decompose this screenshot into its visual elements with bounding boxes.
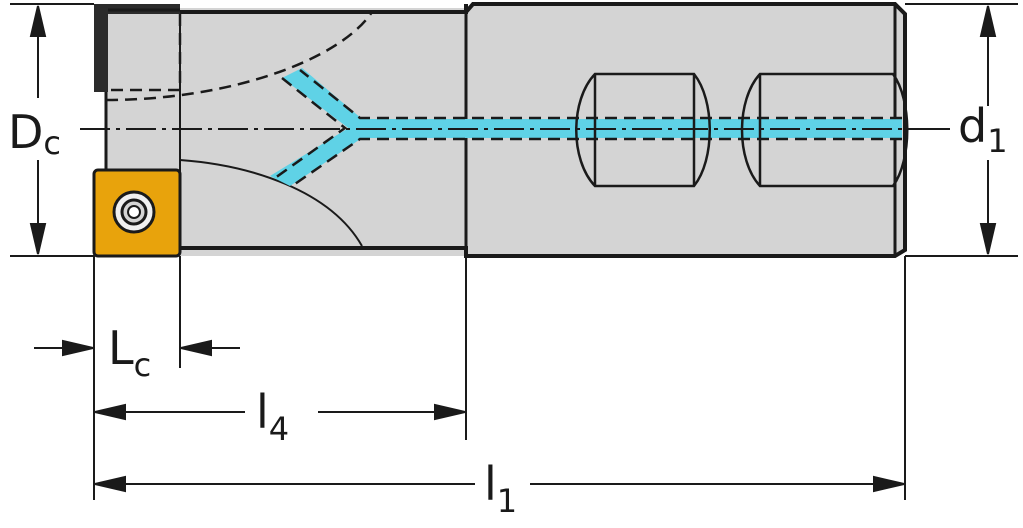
label-d1-sub: 1 — [987, 122, 1007, 160]
coolant-main — [355, 119, 902, 138]
hidden-lines — [105, 11, 374, 102]
label-lc: Lc — [108, 321, 151, 384]
coolant-branch-lower — [270, 124, 362, 186]
label-dc-main: D — [8, 105, 43, 159]
label-dc-sub: c — [43, 124, 61, 162]
label-lc-main: L — [108, 321, 134, 375]
label-dc: Dc — [8, 105, 61, 162]
coolant-branch-upper — [282, 68, 362, 133]
extension-lines — [10, 3, 1018, 500]
label-lc-sub: c — [134, 346, 152, 384]
label-l4: l4 — [256, 385, 289, 448]
label-l4-sub: 4 — [269, 410, 289, 448]
dimension-lines — [29, 5, 997, 493]
label-l1-main: l — [484, 457, 497, 511]
cutter-head — [94, 8, 466, 256]
chip-flute — [179, 159, 363, 247]
label-l1: l1 — [484, 457, 517, 520]
label-d1: d1 — [958, 99, 1008, 160]
label-l4-main: l — [256, 385, 269, 439]
cutting-insert — [92, 168, 182, 258]
coolant-channels — [270, 68, 902, 188]
upper-insert — [94, 4, 180, 92]
label-l1-sub: 1 — [497, 482, 517, 520]
label-d1-main: d — [958, 99, 987, 153]
